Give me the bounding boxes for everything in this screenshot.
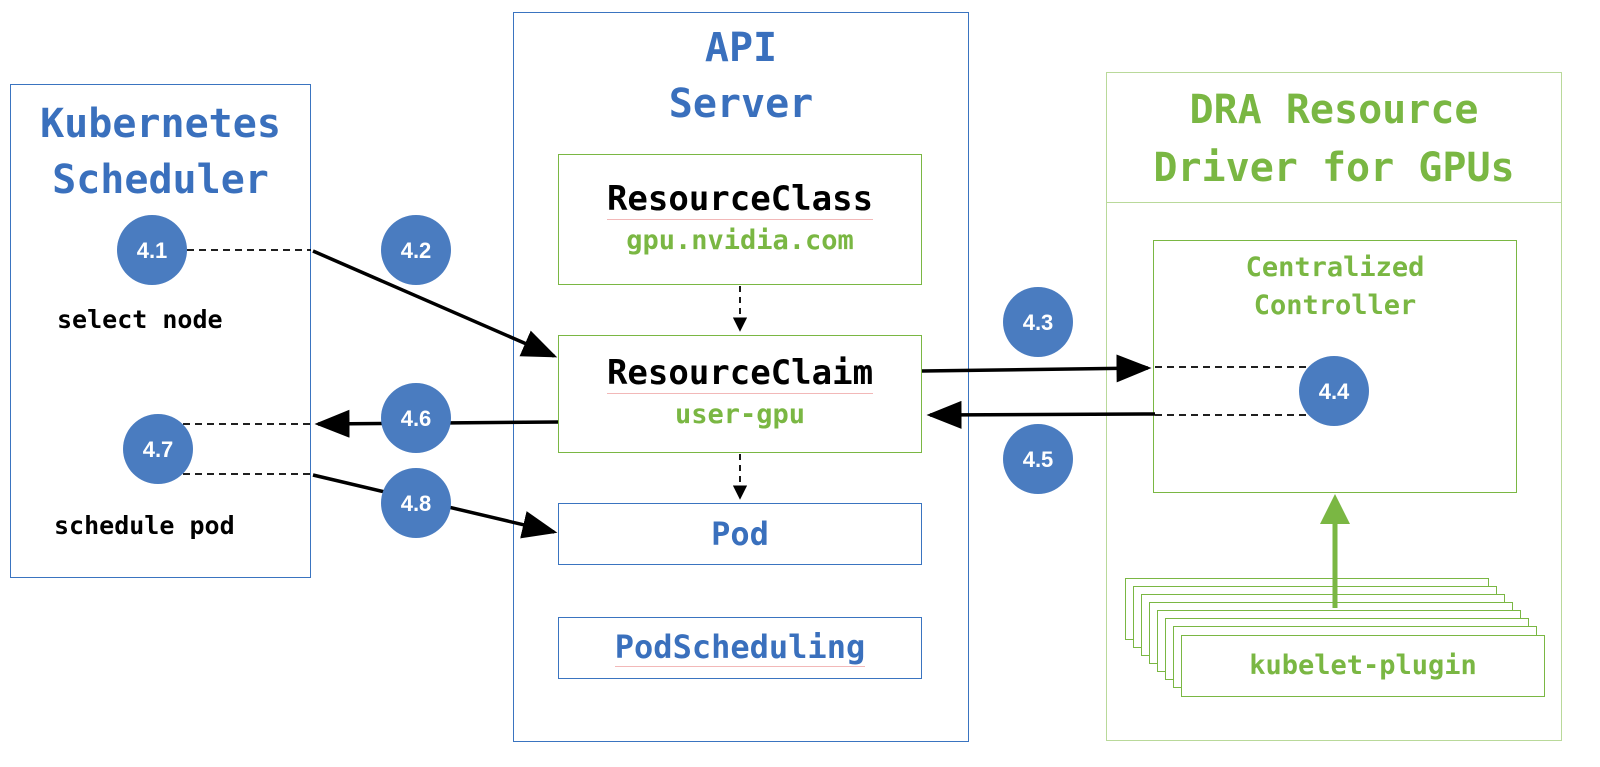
step-4-5-badge: 4.5 <box>1003 424 1073 494</box>
pod-scheduling-label: PodScheduling <box>614 628 866 667</box>
schedule-pod-label: schedule pod <box>54 511 235 540</box>
driver-title-divider <box>1106 202 1562 203</box>
resource-claim-box[interactable]: ResourceClaim user-gpu <box>558 335 922 453</box>
step-4-7-badge: 4.7 <box>123 414 193 484</box>
select-node-label: select node <box>57 305 223 334</box>
svg-text:4.8: 4.8 <box>401 491 432 516</box>
step-4-4-badge: 4.4 <box>1299 356 1369 426</box>
arrow-4-2 <box>312 249 558 358</box>
svg-text:4.5: 4.5 <box>1023 447 1054 472</box>
step-4-3-badge: 4.3 <box>1003 287 1073 357</box>
svg-text:4.7: 4.7 <box>143 437 174 462</box>
resource-claim-name: ResourceClaim <box>606 353 874 394</box>
step-4-6-badge: 4.6 <box>381 383 451 453</box>
step-4-8-badge: 4.8 <box>381 468 451 538</box>
scheduler-title: Kubernetes Scheduler <box>40 101 281 203</box>
svg-text:4.2: 4.2 <box>401 238 432 263</box>
step-4-1-badge: 4.1 <box>117 215 187 285</box>
driver-box <box>1106 72 1562 741</box>
svg-text:4.4: 4.4 <box>1319 379 1350 404</box>
resource-class-name: ResourceClass <box>606 178 874 220</box>
svg-text:4.3: 4.3 <box>1023 310 1054 335</box>
pod-scheduling-box[interactable]: PodScheduling <box>558 617 922 679</box>
centralized-controller-title: Centralized Controller <box>1245 252 1425 321</box>
pod-label: Pod <box>711 515 769 553</box>
svg-text:4.6: 4.6 <box>401 406 432 431</box>
resource-class-box[interactable]: ResourceClass gpu.nvidia.com <box>558 154 922 285</box>
resource-class-value: gpu.nvidia.com <box>626 224 854 256</box>
scheduler-box <box>10 84 311 578</box>
pod-box[interactable]: Pod <box>558 503 922 565</box>
svg-text:4.1: 4.1 <box>137 238 168 263</box>
kubelet-plugin-label: kubelet-plugin <box>1249 650 1477 681</box>
kubelet-plugin-box[interactable]: kubelet-plugin <box>1181 635 1545 697</box>
resource-claim-value: user-gpu <box>674 399 806 430</box>
arrow-4-3 <box>921 354 1152 383</box>
api-server-title: API Server <box>668 25 814 127</box>
step-4-2-badge: 4.2 <box>381 215 451 285</box>
arrow-4-5 <box>926 400 1156 429</box>
driver-title: DRA Resource Driver for GPUs <box>1153 87 1515 191</box>
